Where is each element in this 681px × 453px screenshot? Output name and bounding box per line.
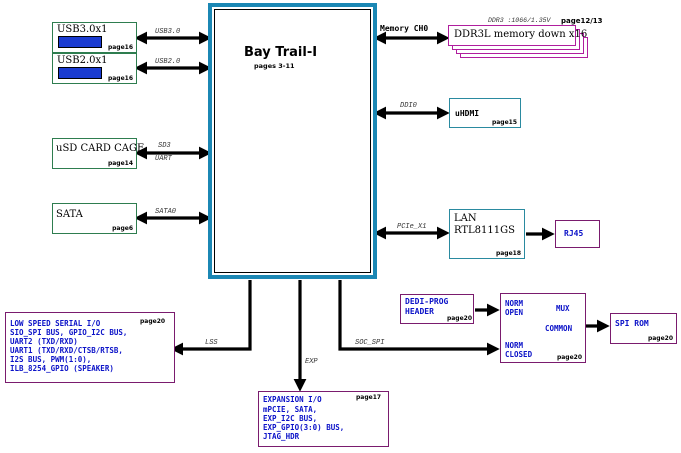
sata-label: SATA: [56, 209, 83, 220]
soc-spi-bus-label: SOC_SPI: [355, 339, 385, 347]
soc-block: Bay Trail-I pages 3-11: [208, 3, 377, 279]
exp-line: EXPANSION I/O: [263, 395, 322, 404]
mux-open: OPEN: [505, 308, 524, 317]
pcie-bus-label: PCIe_X1: [397, 223, 427, 231]
memory-spec: DDR3 :1066/1.35V: [488, 17, 551, 24]
memory-label: DDR3L memory down x16: [454, 29, 588, 40]
exp-line: EXP_GPIO(3:0) BUS,: [263, 423, 345, 432]
mux-page: page20: [556, 354, 582, 361]
usb3-page: page16: [107, 44, 133, 51]
lss-line: UART2 (TXD/RXD): [10, 337, 78, 346]
memory-box: DDR3L memory down x16: [448, 25, 587, 46]
mux-box: NORM OPEN MUX COMMON NORM CLOSED page20: [500, 293, 586, 363]
dediprog-header-label: HEADER: [405, 307, 434, 316]
sata0-bus-label: SATA0: [155, 208, 177, 216]
spirom-label: SPI ROM: [615, 319, 649, 328]
usd-label: uSD CARD CAGE: [56, 143, 145, 154]
exp-page: page17: [356, 394, 382, 401]
lan-box: LAN RTL8111GS page18: [449, 209, 525, 259]
lss-bus-arrow: [170, 280, 252, 356]
usb2-label: USB2.0x1: [57, 55, 108, 66]
exp-box: EXPANSION I/O mPCIE, SATA, EXP_I2C BUS, …: [258, 391, 389, 447]
usb2-page: page16: [107, 75, 133, 82]
mux-common: COMMON: [545, 324, 573, 333]
lss-line: LOW SPEED SERIAL I/O: [10, 319, 101, 328]
usb3-label: USB3.0x1: [57, 24, 108, 35]
usd-box: uSD CARD CAGE page14: [52, 138, 144, 169]
memory-page: page12/13: [561, 17, 603, 25]
mux-closed: CLOSED: [505, 350, 533, 359]
lss-line: SIO_SPI BUS, GPIO_I2C BUS,: [10, 328, 128, 337]
uart-bus-label: UART: [155, 155, 172, 163]
exp-bus-label: EXP: [305, 358, 318, 366]
dediprog-page: page20: [446, 315, 472, 322]
uhdmi-page: page15: [491, 119, 517, 126]
uhdmi-box: uHDMI page15: [449, 98, 521, 128]
exp-line: EXP_I2C BUS,: [263, 414, 318, 423]
usb-port-icon: [58, 36, 102, 48]
rj45-box: RJ45: [555, 220, 600, 248]
lan-label: LAN: [454, 213, 477, 224]
sd3-bus-label: SD3: [158, 142, 171, 150]
usb2-box: USB2.0x1 page16: [52, 53, 137, 84]
lss-box: LOW SPEED SERIAL I/O SIO_SPI BUS, GPIO_I…: [5, 312, 175, 383]
mux-norm-open: NORM: [505, 299, 524, 308]
soc-spi-arrow: [338, 280, 500, 356]
exp-line: JTAG_HDR: [263, 432, 300, 441]
lss-line: ILB_8254_GPIO (SPEAKER): [10, 364, 114, 373]
mux-norm-closed: NORM: [505, 341, 524, 350]
uhdmi-label: uHDMI: [455, 109, 480, 118]
dediprog-box: DEDI-PROG HEADER page20: [400, 294, 474, 324]
lan-page: page18: [495, 250, 521, 257]
memory-channel-label: Memory CH0: [380, 24, 429, 33]
lss-page: page20: [140, 318, 166, 325]
sata-box: SATA page6: [52, 203, 137, 234]
rj45-label: RJ45: [564, 229, 584, 238]
usb3-box: USB3.0x1 page16: [52, 22, 137, 53]
spirom-page: page20: [647, 335, 673, 342]
soc-pages: pages 3-11: [254, 62, 295, 70]
lss-line: UART1 (TXD/RXD/CTSB/RTSB,: [10, 346, 123, 355]
lss-line: I2S BUS, PWM(1:0),: [10, 355, 92, 364]
usb-port-icon: [58, 67, 102, 79]
dediprog-label: DEDI-PROG: [405, 297, 449, 306]
lss-bus-label: LSS: [205, 339, 218, 347]
spirom-box: SPI ROM page20: [610, 313, 677, 344]
exp-line: mPCIE, SATA,: [263, 405, 318, 414]
soc-title: Bay Trail-I: [244, 45, 318, 60]
usd-page: page14: [107, 160, 133, 167]
sata-page: page6: [112, 225, 133, 232]
ddi0-bus-label: DDI0: [400, 102, 417, 110]
lan-chip-label: RTL8111GS: [454, 225, 515, 236]
mux-label: MUX: [556, 304, 570, 313]
usb3-bus-label: USB3.0: [155, 28, 181, 36]
usb2-bus-label: USB2.0: [155, 58, 181, 66]
